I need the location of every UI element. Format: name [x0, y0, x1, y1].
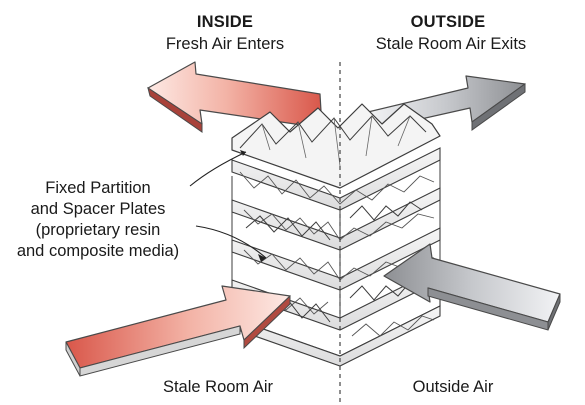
stale-room-air-label: Stale Room Air [162, 378, 274, 396]
outside-heading: OUTSIDE [410, 13, 486, 31]
callout-line-3: (proprietary resin [35, 221, 161, 239]
callout-leaders [189, 150, 267, 262]
callout-line-2: and Spacer Plates [30, 200, 166, 218]
inside-caption: Fresh Air Enters [165, 35, 285, 53]
stale-room-air-arrow [65, 285, 291, 377]
outside-caption: Stale Room Air Exits [375, 35, 527, 53]
partition-callout: Fixed Partition and Spacer Plates (propr… [8, 178, 188, 262]
fresh-air-in-arrow [147, 61, 323, 133]
outside-air-label: Outside Air [412, 378, 494, 396]
callout-line-4: and composite media) [16, 242, 180, 260]
callout-line-1: Fixed Partition [45, 179, 151, 197]
outside-air-arrow [383, 243, 561, 331]
corrugated-top-plate [231, 103, 441, 189]
inside-heading: INSIDE [196, 13, 254, 31]
